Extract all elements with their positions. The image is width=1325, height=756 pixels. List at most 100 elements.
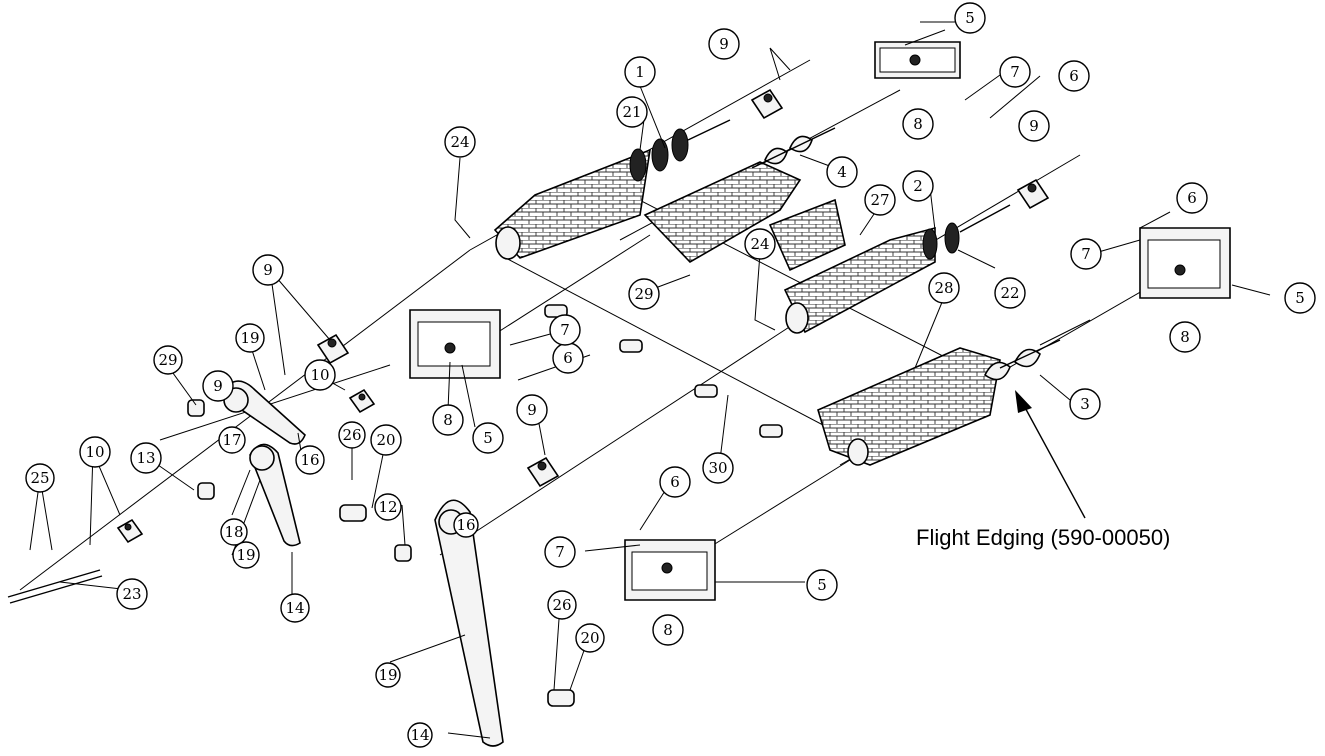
balloon-circle [616, 96, 648, 128]
part-balloon: 3 [1069, 388, 1101, 420]
part-balloon: 5 [1284, 282, 1316, 314]
balloon-circle [338, 421, 366, 449]
balloon-circle [407, 722, 433, 748]
takeup-frame-right [1139, 227, 1231, 299]
part-balloon: 5 [954, 2, 986, 34]
part-balloon: 26 [338, 421, 366, 449]
balloon-number: 6 [1187, 189, 1197, 207]
balloon-circle [1284, 282, 1316, 314]
part-balloon: 10 [304, 359, 336, 391]
balloon-circle [744, 228, 776, 260]
balloon-number: 9 [719, 35, 729, 53]
part-balloon: 5 [472, 422, 504, 454]
balloon-number: 14 [285, 599, 304, 617]
bearings [116, 88, 1050, 544]
part-balloon: 16 [295, 445, 325, 475]
balloon-circle [826, 156, 858, 188]
part-balloons: 1234555566667777888899999101012131414161… [25, 2, 1316, 748]
part-balloon: 20 [575, 623, 605, 653]
balloon-number: 27 [870, 191, 889, 209]
balloon-circle [652, 614, 684, 646]
balloon-circle [994, 277, 1026, 309]
balloon-circle [549, 314, 581, 346]
auger-flight-upper [751, 127, 836, 169]
balloon-circle [218, 426, 246, 454]
balloon-circle [432, 404, 464, 436]
balloon-number: 4 [837, 163, 847, 181]
balloon-circle [902, 170, 934, 202]
balloon-circle [954, 2, 986, 34]
balloon-number: 1 [635, 63, 645, 81]
upper-left-belt [493, 148, 652, 260]
part-balloon: 27 [864, 184, 896, 216]
part-balloon: 19 [232, 541, 260, 569]
balloon-circle [806, 569, 838, 601]
balloon-number: 5 [1295, 289, 1305, 307]
part-balloon: 8 [1169, 321, 1201, 353]
part-balloon: 7 [544, 536, 576, 568]
balloon-number: 22 [1000, 284, 1019, 302]
balloon-circle [79, 436, 111, 468]
part-balloon: 8 [432, 404, 464, 436]
balloon-circle [232, 541, 260, 569]
part-balloon: 7 [1070, 238, 1102, 270]
balloon-circle [304, 359, 336, 391]
balloon-circle [544, 536, 576, 568]
part-balloon: 8 [652, 614, 684, 646]
balloon-number: 19 [236, 546, 255, 564]
balloon-number: 14 [410, 726, 429, 744]
part-balloon: 1 [624, 56, 656, 88]
part-balloon: 22 [994, 277, 1026, 309]
balloon-circle [252, 254, 284, 286]
balloon-number: 6 [670, 473, 680, 491]
balloon-number: 10 [310, 366, 329, 384]
balloon-number: 21 [622, 103, 641, 121]
balloon-circle [472, 422, 504, 454]
balloon-number: 7 [1081, 245, 1091, 263]
part-balloon: 24 [444, 126, 476, 158]
part-balloon: 8 [902, 108, 934, 140]
balloon-circle [999, 56, 1031, 88]
balloon-circle [1018, 110, 1050, 142]
balloon-circle [116, 578, 148, 610]
balloon-number: 29 [158, 351, 177, 369]
balloon-number: 8 [1180, 328, 1190, 346]
balloon-circle [370, 424, 402, 456]
balloon-circle [628, 278, 660, 310]
balloon-number: 9 [1029, 117, 1039, 135]
balloon-number: 20 [376, 431, 395, 449]
balloon-circle [235, 323, 265, 353]
balloon-circle [928, 272, 960, 304]
part-balloon: 6 [1176, 182, 1208, 214]
part-balloon: 5 [806, 569, 838, 601]
part-balloon: 14 [280, 593, 310, 623]
part-balloon: 9 [708, 28, 740, 60]
callout-label: Flight Edging (590-00050) [916, 525, 1170, 550]
part-balloon: 19 [375, 662, 401, 688]
balloon-circle [547, 590, 577, 620]
balloon-number: 5 [965, 9, 975, 27]
auger-flight-lower [983, 339, 1061, 381]
part-balloon: 7 [549, 314, 581, 346]
balloon-number: 3 [1080, 395, 1090, 413]
balloon-circle [295, 445, 325, 475]
balloon-circle [1176, 182, 1208, 214]
part-balloon: 19 [235, 323, 265, 353]
part-balloon: 10 [79, 436, 111, 468]
part-balloon: 9 [516, 394, 548, 426]
takeup-frame-top [874, 41, 961, 79]
balloon-number: 9 [527, 401, 537, 419]
callout-arrowhead [1015, 390, 1032, 413]
balloon-number: 18 [224, 523, 243, 541]
balloon-circle [1070, 238, 1102, 270]
balloon-number: 29 [634, 285, 653, 303]
idler-pins [339, 304, 783, 707]
balloon-circle [25, 463, 55, 493]
part-balloon: 26 [547, 590, 577, 620]
part-balloon: 28 [928, 272, 960, 304]
part-balloon: 6 [552, 342, 584, 374]
part-balloon: 14 [407, 722, 433, 748]
balloon-circle [575, 623, 605, 653]
balloon-number: 5 [483, 429, 493, 447]
